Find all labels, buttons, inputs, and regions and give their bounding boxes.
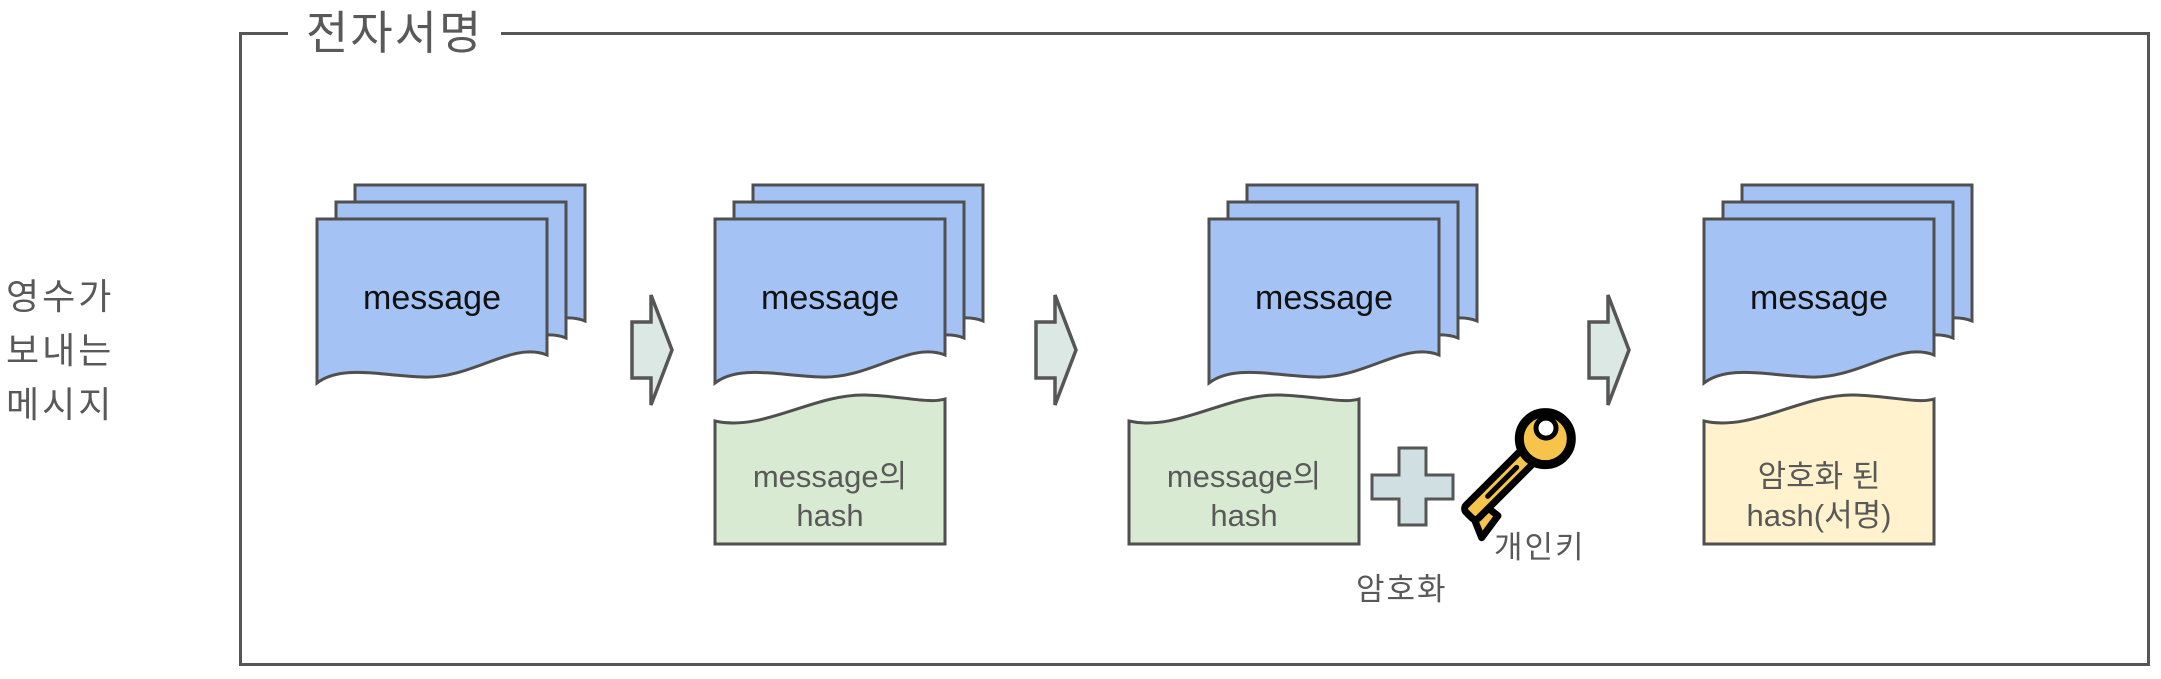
hash-doc-label-2: message의 hash [1166, 459, 1322, 533]
hash-document-icon [713, 393, 947, 546]
signature-document-icon [1702, 393, 1936, 546]
message-stack-1 [315, 183, 587, 386]
sender-note-line1: 영수가 [6, 276, 115, 317]
right-block-arrow-icon [1587, 294, 1631, 406]
document-icon [315, 183, 587, 386]
digital-signature-frame [239, 32, 2150, 666]
signature-doc-label: 암호화 된 hash(서명) [1746, 459, 1892, 533]
private-key-label: 개인키 [1494, 530, 1586, 565]
message-stack-3 [1207, 183, 1479, 386]
message-stack-4 [1702, 183, 1974, 386]
hash-document-icon [1127, 393, 1361, 546]
message-stack-2 [713, 183, 985, 386]
sender-note-line2: 보내는 [6, 330, 115, 371]
sender-note-line3: 메시지 [6, 384, 115, 425]
message-label-3: message [1255, 279, 1393, 317]
right-block-arrow-icon [1034, 294, 1078, 406]
sender-note: 영수가 보내는 메시지 [6, 270, 166, 432]
message-label-2: message [761, 279, 899, 317]
message-label-1: message [363, 279, 501, 317]
document-icon [713, 183, 985, 386]
plus-icon [1370, 446, 1455, 527]
message-label-4: message [1750, 279, 1888, 317]
key-icon [1461, 408, 1576, 542]
document-icon [1207, 183, 1479, 386]
encryption-label: 암호화 [1356, 572, 1448, 607]
document-icon [1702, 183, 1974, 386]
hash-doc-label-1: message의 hash [752, 459, 908, 533]
right-block-arrow-icon [630, 294, 674, 406]
frame-title: 전자서명 [288, 4, 502, 62]
